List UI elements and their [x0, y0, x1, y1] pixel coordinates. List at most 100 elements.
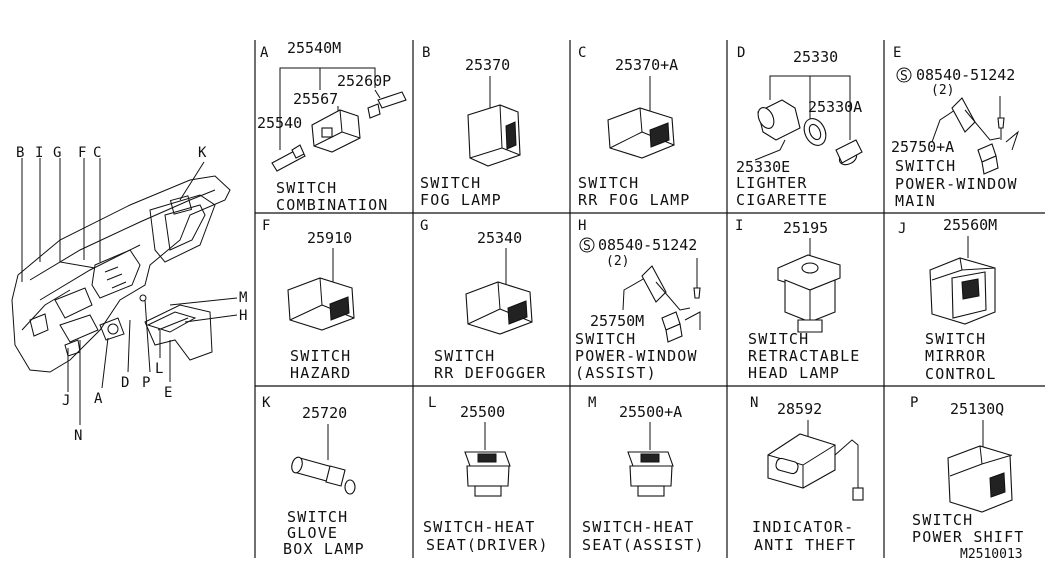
cell-i-retractable-head-lamp: I 25195 SWITCH RETRACTABLE HEAD LAMP — [735, 218, 861, 382]
diagram-id: M2510013 — [960, 547, 1023, 562]
cell-n-indicator-anti-theft: N 28592 INDICATOR- ANTI THEFT — [750, 395, 864, 554]
part-name: CONTROL — [925, 365, 997, 383]
part-name: SWITCH-HEAT — [582, 518, 695, 536]
part-number: 25260P — [337, 72, 391, 90]
callout-N: N — [74, 428, 82, 444]
part-name: POWER SHIFT — [912, 528, 1025, 546]
part-name: FOG LAMP — [420, 191, 502, 209]
cell-letter: K — [262, 395, 271, 411]
screw-symbol: S — [900, 69, 908, 84]
cell-letter: H — [578, 218, 586, 234]
part-number: 25330E — [736, 158, 790, 176]
part-name: SWITCH — [276, 179, 337, 197]
part-name: LIGHTER — [736, 174, 808, 192]
callout-C: C — [93, 145, 101, 161]
part-number: 25370 — [465, 56, 510, 74]
screw-symbol: S — [583, 239, 591, 254]
part-name: POWER-WINDOW — [575, 347, 698, 365]
part-name: MIRROR — [925, 347, 986, 365]
cell-letter: F — [262, 218, 270, 234]
cell-letter: N — [750, 395, 758, 411]
callout-K: K — [198, 145, 207, 161]
anti-theft-indicator-icon — [767, 433, 836, 489]
combination-switch-icon — [311, 109, 361, 153]
part-number: 08540-51242 — [598, 236, 697, 254]
part-number: 08540-51242 — [916, 66, 1015, 84]
part-name: RR DEFOGGER — [434, 364, 547, 382]
part-number: 25340 — [477, 229, 522, 247]
callout-A: A — [94, 391, 103, 407]
part-number: 25500+A — [619, 403, 682, 421]
part-number: 25910 — [307, 229, 352, 247]
callout-B: B — [16, 145, 24, 161]
part-number: 25720 — [302, 404, 347, 422]
part-name: SWITCH — [287, 508, 348, 526]
callout-I: I — [35, 145, 43, 161]
cell-letter: E — [893, 45, 901, 61]
part-number: 25195 — [783, 219, 828, 237]
part-name: SWITCH-HEAT — [423, 518, 536, 536]
cell-h-power-window-assist: H S 08540-51242 (2) 25750M SWITCH POWER-… — [575, 218, 701, 382]
screw-symbol-icon — [579, 237, 595, 253]
part-name: SWITCH — [290, 347, 351, 365]
cell-letter: G — [420, 218, 428, 234]
grid-lines — [254, 40, 1045, 558]
part-name: RETRACTABLE — [748, 347, 861, 365]
cell-d-cigarette-lighter: D 25330 25330A 25330E LIGHTER CIGARETTE — [736, 45, 863, 209]
cell-letter: B — [422, 45, 430, 61]
cell-j-mirror-control: J 25560M SWITCH MIRROR CONTROL — [898, 216, 997, 383]
cell-f-switch-hazard: F 25910 SWITCH HAZARD — [262, 218, 355, 382]
part-name: SWITCH — [748, 330, 809, 348]
part-name: SWITCH — [434, 347, 495, 365]
cell-e-power-window-main: E S 08540-51242 (2) 25750+A SWITCH POWER… — [891, 45, 1020, 210]
part-name: HAZARD — [290, 364, 351, 382]
part-number: 25370+A — [615, 56, 678, 74]
dashboard-overview: B I G F C K M H J N A D P L E — [11, 145, 247, 444]
part-number: 25560M — [943, 216, 997, 234]
part-name: INDICATOR- — [752, 518, 854, 536]
part-quantity: (2) — [931, 83, 954, 98]
callout-M: M — [239, 290, 247, 306]
cell-letter: L — [428, 395, 436, 411]
cell-p-power-shift: P 25130Q SWITCH POWER SHIFT — [910, 395, 1025, 546]
part-number: 28592 — [777, 400, 822, 418]
cell-c-switch-rr-fog-lamp: C 25370+A SWITCH RR FOG LAMP — [578, 45, 691, 209]
callout-H: H — [239, 308, 247, 324]
cell-letter: M — [588, 395, 596, 411]
cell-letter: D — [737, 45, 745, 61]
power-window-main-switch-icon — [951, 97, 976, 133]
part-number: 25330A — [808, 98, 862, 116]
callout-G: G — [53, 145, 61, 161]
part-name: SWITCH — [575, 330, 636, 348]
part-number: 25750M — [590, 312, 644, 330]
part-name: CIGARETTE — [736, 191, 828, 209]
part-number: 25567 — [293, 90, 338, 108]
part-name: SWITCH — [925, 330, 986, 348]
part-name: RR FOG LAMP — [578, 191, 691, 209]
part-name: ANTI THEFT — [754, 536, 856, 554]
callout-L: L — [155, 361, 163, 377]
cell-l-heat-seat-driver: L 25500 SWITCH-HEAT SEAT(DRIVER) — [423, 395, 548, 554]
part-quantity: (2) — [606, 254, 629, 269]
part-number: 25750+A — [891, 138, 954, 156]
callout-J: J — [62, 393, 70, 409]
part-number: 25330 — [793, 48, 838, 66]
part-name: SWITCH — [578, 174, 639, 192]
part-name: SEAT(ASSIST) — [582, 536, 705, 554]
power-window-assist-switch-icon — [641, 265, 667, 303]
callout-D: D — [121, 375, 129, 391]
part-name: GLOVE — [287, 524, 338, 542]
cell-g-switch-rr-defogger: G 25340 SWITCH RR DEFOGGER — [420, 218, 547, 382]
part-number: 25540M — [287, 39, 341, 57]
part-name: SWITCH — [912, 511, 973, 529]
cell-letter: C — [578, 45, 586, 61]
part-name: SWITCH — [420, 174, 481, 192]
screw-symbol-icon — [896, 67, 912, 83]
cell-b-switch-fog-lamp: B 25370 SWITCH FOG LAMP — [420, 45, 521, 209]
part-number: 25500 — [460, 403, 505, 421]
part-name: BOX LAMP — [283, 540, 365, 558]
cell-letter: I — [735, 218, 743, 234]
part-name: SWITCH — [895, 157, 956, 175]
cell-letter: J — [898, 221, 906, 237]
